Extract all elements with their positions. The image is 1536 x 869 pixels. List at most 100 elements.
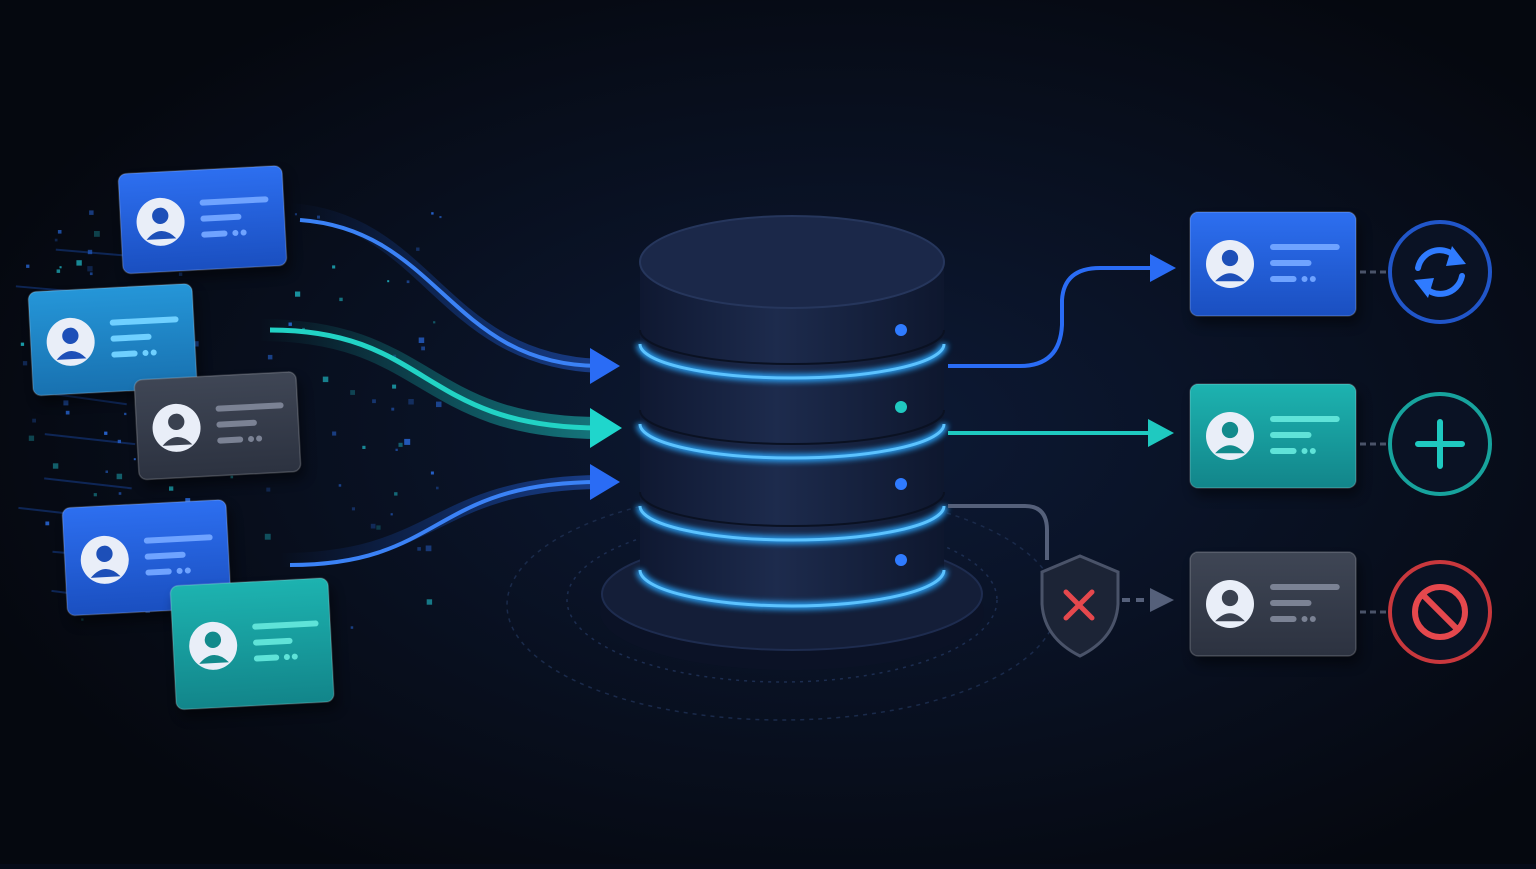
layer-status-dot — [895, 401, 907, 413]
particle — [408, 399, 414, 405]
particle — [426, 599, 433, 605]
flow-line-update — [948, 266, 1155, 368]
particle — [59, 266, 62, 269]
incoming-records — [27, 165, 339, 718]
incoming-record-card — [27, 283, 202, 404]
particle — [76, 260, 82, 266]
user-avatar-icon — [46, 317, 95, 366]
particle — [116, 473, 123, 480]
arrowhead-reject — [1150, 588, 1174, 612]
particle — [439, 216, 442, 219]
particle — [267, 354, 273, 360]
record-lines — [1270, 584, 1340, 622]
particle — [26, 264, 30, 268]
database-icon — [636, 215, 948, 610]
particle — [22, 361, 28, 366]
database-separators — [636, 343, 948, 610]
outcome-record-card — [1189, 383, 1360, 496]
user-avatar-icon — [1206, 580, 1254, 628]
particle — [118, 492, 122, 495]
arrowhead-bottom — [590, 464, 620, 500]
incoming-flows — [259, 203, 622, 567]
particle — [264, 533, 271, 540]
arrowhead-middle — [590, 408, 622, 448]
particle — [390, 513, 393, 516]
particle — [332, 431, 337, 436]
particle — [124, 412, 127, 416]
particle — [54, 238, 58, 242]
particle — [322, 376, 329, 383]
particle — [339, 297, 343, 302]
particle — [266, 487, 271, 492]
particle — [89, 272, 93, 276]
particle — [104, 431, 108, 435]
incoming-record-card — [169, 577, 339, 718]
particle — [421, 346, 425, 351]
particle — [394, 492, 398, 496]
particle — [416, 247, 420, 251]
particle — [392, 384, 397, 389]
user-avatar-icon — [80, 535, 129, 584]
arrowhead-update — [1150, 254, 1176, 282]
record-lines — [109, 316, 179, 358]
particle — [93, 493, 97, 497]
particle — [372, 399, 376, 404]
particle — [417, 547, 421, 551]
flow-line-middle — [269, 327, 601, 431]
particle — [436, 486, 439, 490]
user-avatar-icon — [1206, 240, 1254, 288]
flow-line-top — [299, 218, 601, 368]
record-lines — [252, 620, 319, 662]
speed-line — [44, 433, 136, 446]
particle — [332, 265, 336, 269]
outgoing-flows — [948, 254, 1176, 612]
particle — [56, 269, 61, 273]
particle — [376, 525, 381, 530]
layer-status-dot — [895, 554, 907, 566]
user-avatar-icon — [189, 621, 238, 670]
particle — [362, 445, 366, 449]
particle — [430, 471, 434, 475]
particle — [391, 407, 395, 411]
particle — [418, 337, 425, 343]
speed-line — [44, 477, 132, 490]
outcome-records — [1189, 211, 1492, 664]
particle — [436, 401, 442, 408]
particle — [351, 507, 355, 511]
particle — [87, 249, 93, 255]
outcome-record-card — [1189, 551, 1360, 664]
particle — [395, 448, 398, 451]
particle — [20, 342, 25, 346]
record-lines — [199, 196, 269, 238]
blocked-icon — [1388, 560, 1492, 664]
arrowhead-create — [1148, 419, 1174, 447]
particle — [398, 442, 403, 447]
user-avatar-icon — [136, 197, 185, 246]
particle — [338, 484, 342, 487]
layer-status-dot — [895, 478, 907, 490]
particle — [425, 545, 432, 552]
particle — [117, 439, 121, 444]
user-avatar-icon — [1206, 412, 1254, 460]
particle — [404, 438, 411, 445]
outcome-record-card — [1189, 211, 1360, 324]
platform-ring-inner — [566, 517, 998, 683]
particle — [370, 523, 376, 529]
record-lines — [215, 402, 284, 444]
particle — [105, 470, 108, 473]
record-lines — [143, 534, 213, 576]
particle — [133, 458, 136, 461]
particle — [433, 321, 436, 324]
particle — [350, 626, 354, 629]
particle — [185, 498, 191, 503]
particle — [89, 210, 94, 215]
particle — [350, 390, 355, 395]
plus-icon — [1388, 392, 1492, 496]
record-lines — [1270, 416, 1340, 454]
arrowhead-top — [590, 348, 620, 384]
incoming-record-card — [133, 371, 306, 488]
particle — [57, 230, 62, 234]
particle — [52, 463, 59, 469]
